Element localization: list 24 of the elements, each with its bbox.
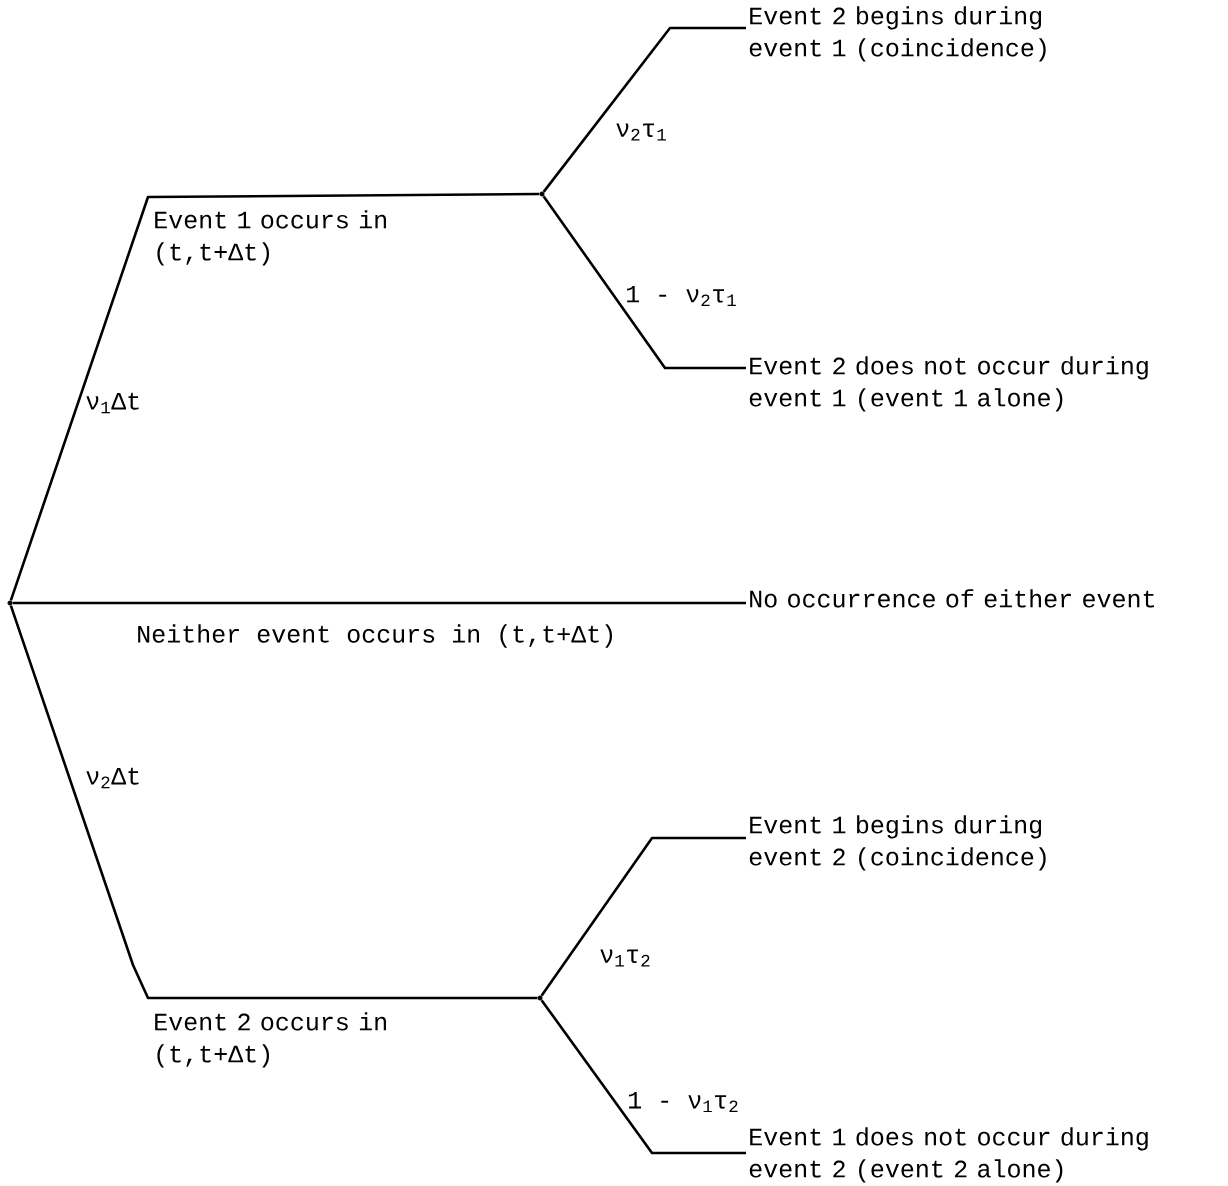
- edge-label: ν$_{2}$τ$_{1}$: [616, 123, 666, 141]
- outcome-text: Event 2 begins during event 1 (coincidence): [749, 6, 1046, 62]
- edge-label: 1 - ν$_{1}$τ$_{2}$: [629, 1091, 738, 1113]
- edge-label: 1 - ν$_{2}$τ$_{1}$: [627, 285, 736, 307]
- branch-point: [537, 995, 543, 1001]
- branch-point: [7, 600, 13, 606]
- branch-point: [539, 191, 545, 197]
- outcome-text: No occurrence of either event: [750, 589, 1154, 608]
- edge-label: ν$_{2}$Δt: [86, 767, 139, 789]
- edge-label: Neither event occurs in (t,t+Δt): [138, 624, 612, 648]
- branch-line: [542, 195, 746, 370]
- branch-line: [9, 605, 538, 1000]
- branch-label: Event 1 occurs in (t,t+Δt): [155, 210, 386, 266]
- outcome-text: Event 1 begins during event 2 (coincidence): [749, 815, 1046, 871]
- branch-line: [9, 192, 540, 601]
- edge-label: ν$_{1}$Δt: [86, 392, 139, 414]
- branch-label: Event 2 occurs in (t,t+Δt): [155, 1012, 386, 1068]
- edge-label: ν$_{1}$τ$_{2}$: [600, 949, 650, 967]
- branch-line: [540, 836, 746, 997]
- outcome-text: Event 1 does not occur during event 2 (event 2 alone): [749, 1127, 1148, 1183]
- branch-line: [540, 999, 746, 1155]
- outcome-text: Event 2 does not occur during event 1 (event 1 alone): [749, 356, 1148, 412]
- branch-line: [12, 601, 746, 605]
- branch-line: [542, 26, 746, 193]
